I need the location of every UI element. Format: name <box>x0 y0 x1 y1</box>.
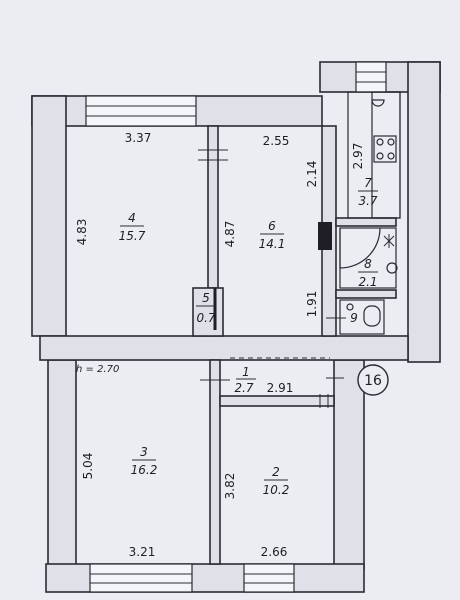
dim-kitchen-height: 2.97 <box>351 143 365 170</box>
room-area: 3.7 <box>358 194 377 208</box>
room-2-label: 2 10.2 <box>263 465 290 497</box>
room-3-label: 3 16.2 <box>131 445 158 477</box>
windows <box>85 61 387 593</box>
dim-room2-width: 2.66 <box>261 545 288 559</box>
room-number: 1 <box>242 365 250 379</box>
room-number: 7 <box>364 176 372 190</box>
room-number: 2 <box>272 465 280 479</box>
room-number: 5 <box>202 291 210 305</box>
door-markers <box>198 149 346 408</box>
apartment-number: 16 <box>364 373 382 389</box>
dim-room4-height: 4.83 <box>75 219 89 246</box>
room-5-label: 5 0.7 <box>196 291 216 325</box>
room-area: 15.7 <box>119 229 146 243</box>
room-1-label: 1 2.7 <box>234 365 256 395</box>
room-area: 10.2 <box>263 483 290 497</box>
room-area: 16.2 <box>131 463 158 477</box>
room-area: 2.1 <box>358 275 377 289</box>
dim-room2-height: 3.82 <box>223 473 237 500</box>
room-number: 4 <box>128 211 136 225</box>
dim-room4-width: 3.37 <box>125 131 152 145</box>
room-4-label: 4 15.7 <box>119 211 146 243</box>
kitchen-area <box>347 91 401 219</box>
dim-room3-height: 5.04 <box>81 453 95 480</box>
dim-hall-width: 2.91 <box>267 381 294 395</box>
room-area: 14.1 <box>259 237 286 251</box>
room-7-label: 7 3.7 <box>358 176 378 208</box>
dim-room6-side: 2.14 <box>305 161 319 188</box>
bathroom-fixtures <box>339 227 398 335</box>
room-8-label: 8 2.1 <box>358 257 378 289</box>
room-area: 0.7 <box>196 311 215 325</box>
room-number: 3 <box>140 445 148 459</box>
dim-bath-side: 1.91 <box>305 291 319 318</box>
dim-room6-width: 2.55 <box>263 134 290 148</box>
room-number: 8 <box>364 257 372 271</box>
ceiling-height: h = 2.70 <box>76 364 119 375</box>
room-number: 6 <box>268 219 276 233</box>
room-9-label: 9 <box>350 311 358 325</box>
apartment-number-badge: 16 <box>357 364 389 396</box>
outer-walls <box>31 61 441 593</box>
room-number: 9 <box>350 311 358 325</box>
dim-room3-width: 3.21 <box>129 545 156 559</box>
room-6-label: 6 14.1 <box>259 219 286 251</box>
room-area: 2.7 <box>234 381 253 395</box>
dim-room6-height: 4.87 <box>223 221 237 248</box>
